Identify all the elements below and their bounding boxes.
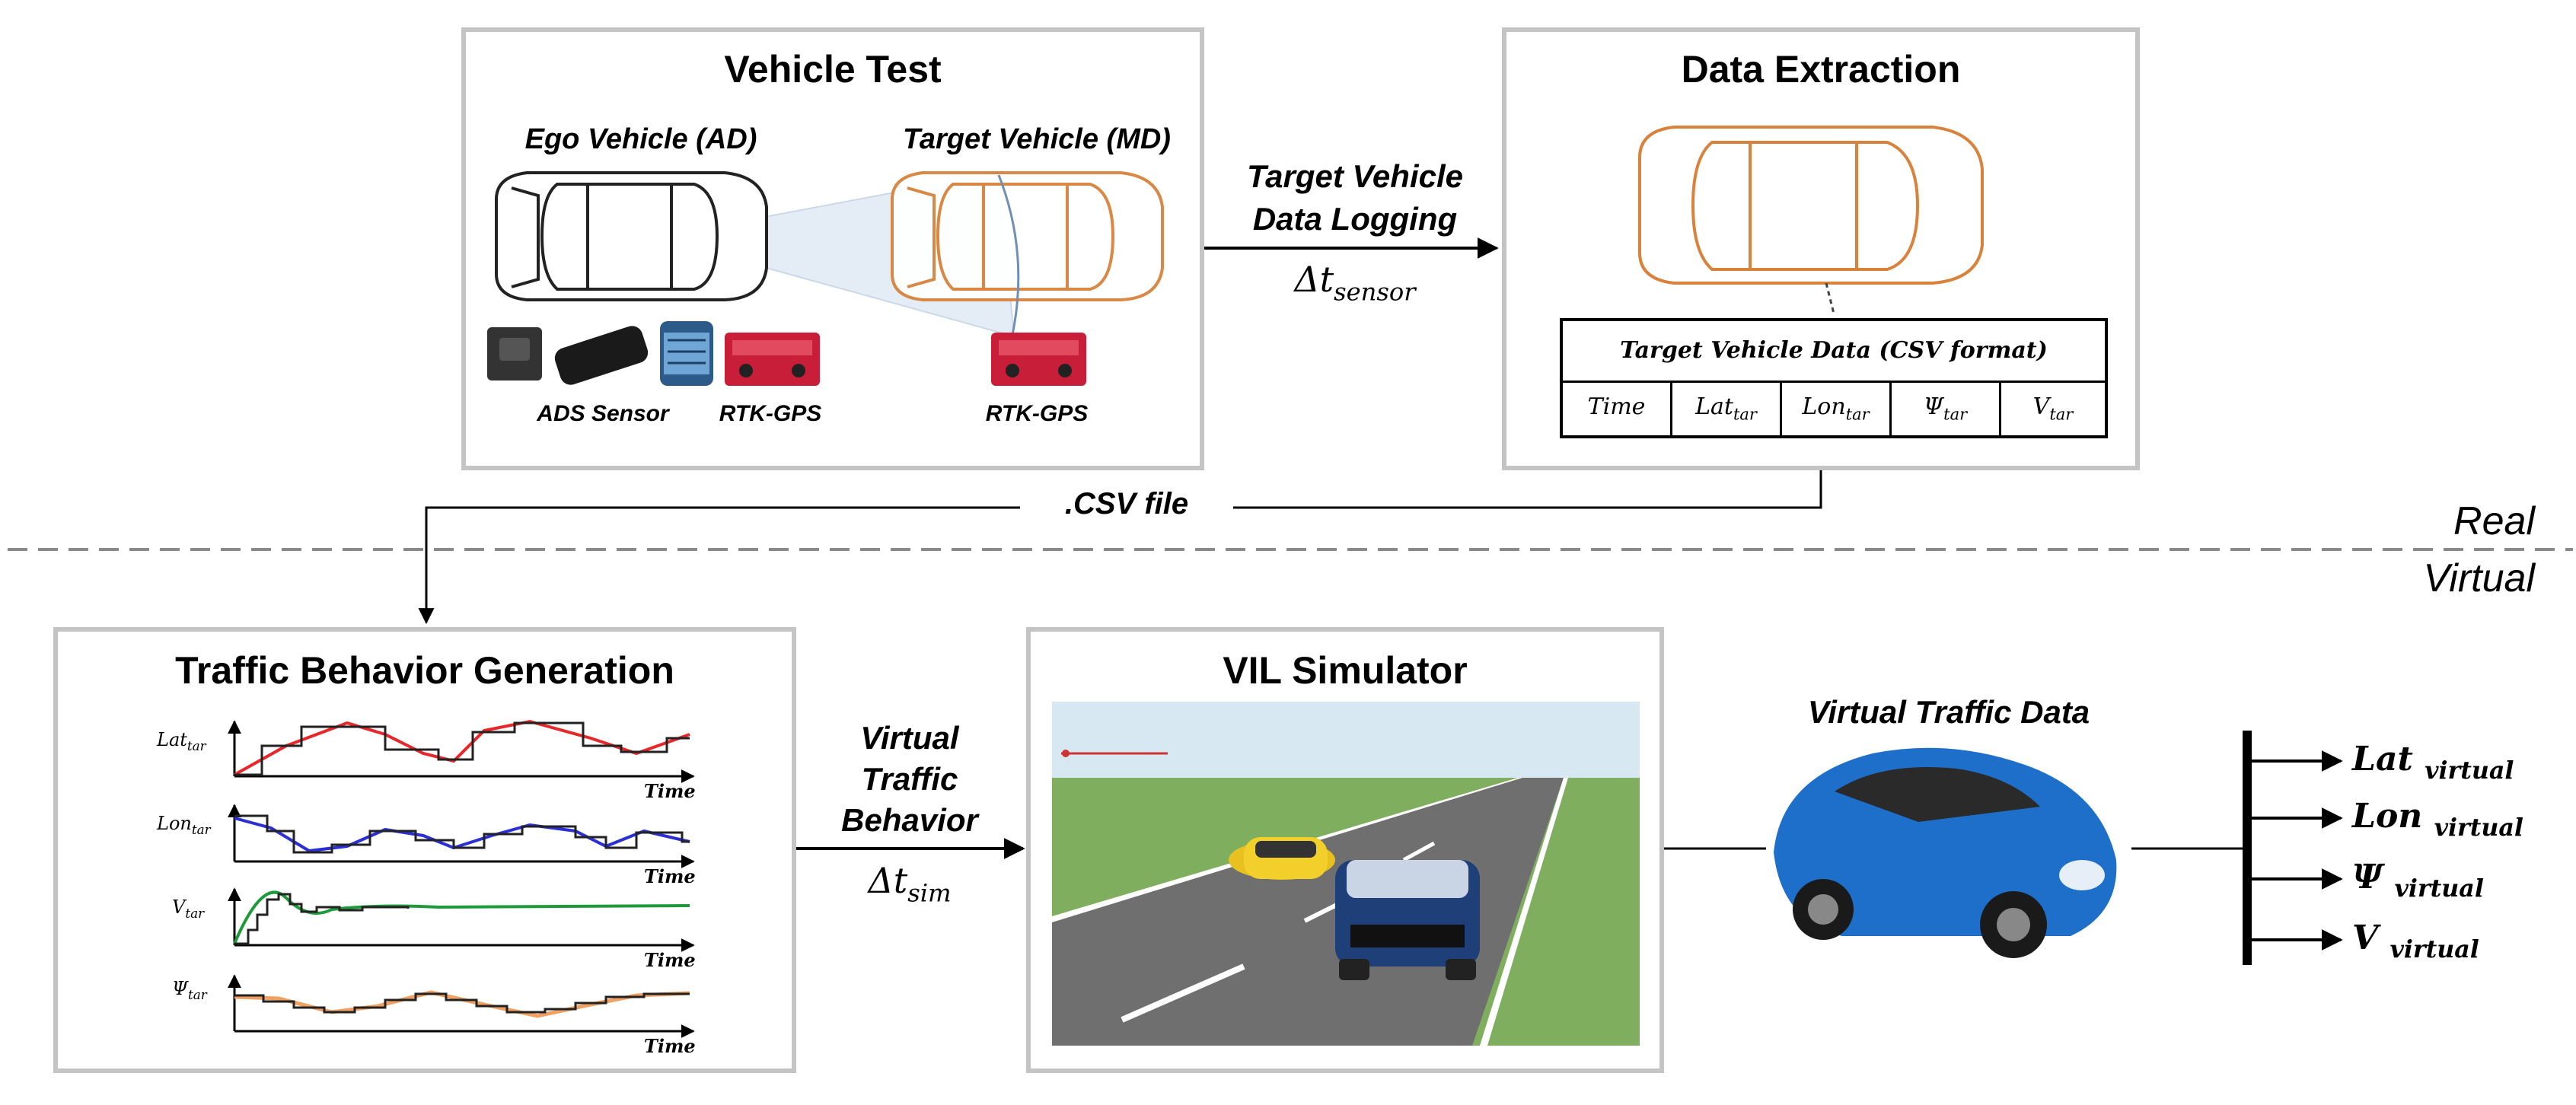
vehicle-test-title: Vehicle Test	[724, 48, 942, 91]
traffic-behavior-plots	[228, 719, 695, 1038]
target-vehicle-data-table: Target Vehicle Data (CSV format) Time La…	[1560, 318, 2108, 438]
vil-simulator-panel: VIL Simulator	[1026, 627, 1664, 1073]
sim-arrow-line3: Behavior	[841, 802, 978, 838]
ads-sensor-label: ADS Sensor	[537, 401, 669, 426]
lat-plot	[228, 719, 695, 783]
leader-dash	[1825, 282, 1835, 314]
real-label: Real	[2453, 499, 2535, 543]
sensor-arc	[997, 174, 1020, 336]
output-v-virtual: V virtual	[2352, 919, 2479, 964]
csv-connector-left	[418, 506, 1020, 625]
ego-vehicle-label: Ego Vehicle (AD)	[524, 123, 757, 155]
camera-sensor-icon	[554, 326, 649, 385]
virtual-label: Virtual	[2423, 556, 2535, 600]
v-plot-ylabel: Vtar	[172, 896, 205, 921]
virtual-traffic-label: Virtual Traffic Data	[1807, 694, 2090, 730]
table-col-lat: Lattar	[1672, 381, 1782, 438]
vehicle-test-illustration	[487, 171, 1164, 386]
target-vehicle-label: Target Vehicle (MD)	[903, 123, 1171, 155]
psi-plot-ylabel: Ψtar	[172, 978, 207, 1002]
rtk-gps-ego-icon	[725, 333, 820, 386]
blue-sim-car-icon	[1335, 860, 1480, 980]
table-header: Target Vehicle Data (CSV format)	[1563, 321, 2105, 383]
vil-simulator-title: VIL Simulator	[1223, 649, 1468, 692]
target-vehicle-top-icon	[1638, 126, 1984, 285]
rtk-gps-target-icon	[991, 333, 1086, 386]
table-col-v: Vtar	[2032, 393, 2074, 424]
data-extraction-panel: Data Extraction Target Vehicle Data (CSV…	[1502, 27, 2140, 470]
v-plot-xlabel: Time	[644, 949, 696, 971]
lon-plot-ylabel: Lontar	[157, 813, 211, 837]
lon-plot-xlabel: Time	[644, 865, 696, 887]
output-lon-virtual: Lon virtual	[2352, 797, 2523, 842]
yellow-car-icon	[1229, 837, 1335, 880]
lidar-sensor-icon	[660, 321, 713, 386]
ego-vehicle-icon	[495, 171, 768, 301]
blue-car-icon	[1774, 747, 2117, 958]
lon-plot	[228, 804, 695, 868]
sim-arrow-line1: Virtual	[860, 720, 959, 756]
vehicle-test-panel: Vehicle Test Ego Vehicle (AD) Target Veh…	[461, 27, 1204, 470]
output-psi-virtual: Ψ virtual	[2352, 858, 2484, 903]
psi-plot-xlabel: Time	[644, 1035, 696, 1057]
rtk-gps-ego-label: RTK-GPS	[719, 401, 822, 426]
output-lat-virtual: Lat virtual	[2352, 740, 2514, 785]
extracted-vehicle-illustration	[1638, 126, 1984, 314]
logging-arrow-line2: Data Logging	[1252, 201, 1458, 237]
dt-sim-label: Δtsim	[868, 860, 952, 908]
target-vehicle-icon	[891, 171, 1164, 301]
table-col-psi: Ψtar	[1892, 381, 2001, 438]
logging-arrow-line1: Target Vehicle	[1247, 158, 1463, 194]
lat-plot-ylabel: Lattar	[157, 729, 206, 753]
vil-simulator-scene	[1052, 702, 1640, 1046]
lat-plot-xlabel: Time	[644, 780, 696, 802]
csv-file-label: .CSV file	[1020, 487, 1233, 521]
dt-sensor-label: Δtsensor	[1294, 259, 1416, 307]
v-plot	[228, 887, 695, 952]
traffic-behavior-panel: Traffic Behavior Generation	[53, 627, 796, 1073]
csv-connector	[1233, 470, 1822, 509]
sim-arrow-line2: Traffic	[861, 761, 958, 797]
rtk-gps-target-label: RTK-GPS	[985, 401, 1089, 426]
psi-plot	[228, 974, 695, 1038]
data-extraction-title: Data Extraction	[1681, 48, 1961, 91]
table-col-lon: Lontar	[1782, 381, 1892, 438]
traffic-behavior-title: Traffic Behavior Generation	[175, 649, 674, 692]
table-col-time: Time	[1563, 381, 1672, 438]
